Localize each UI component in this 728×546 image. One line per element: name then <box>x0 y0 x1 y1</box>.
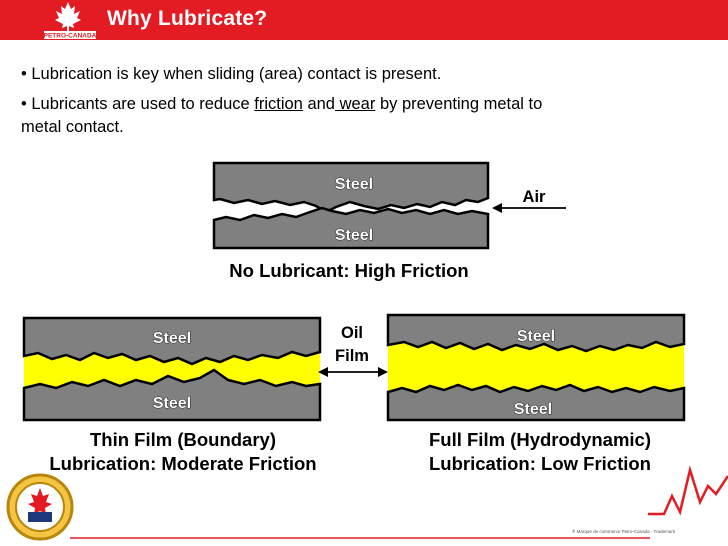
no-lubricant-diagram: Steel Steel Air No Lubricant: High Frict… <box>212 161 566 281</box>
seal-badge-icon <box>6 473 74 541</box>
bullet-dot: • <box>21 65 27 83</box>
bullet-2-mid: and <box>302 95 335 113</box>
bullet-2-post: by preventing metal to <box>375 95 543 113</box>
steel-label: Steel <box>153 330 191 347</box>
oil-film-pointer: Oil Film <box>318 324 388 377</box>
slide-title: Why Lubricate? <box>107 7 268 30</box>
air-label: Air <box>523 188 547 206</box>
title-bar: PETRO-CANADA Why Lubricate? <box>0 0 728 40</box>
logo-wordmark: PETRO-CANADA <box>44 33 97 40</box>
arrow-left-head-icon <box>318 367 328 377</box>
trademark-note: ® Marque de commerce Petro-Canada - Trad… <box>572 529 676 534</box>
bullet-dot: • <box>21 95 27 113</box>
bullet-2-line2: metal contact. <box>21 118 124 136</box>
term-wear: wear <box>335 95 376 113</box>
steel-label: Steel <box>514 401 552 418</box>
bottom-steel-block <box>22 368 322 422</box>
term-friction: friction <box>254 95 303 113</box>
full-film-caption-line1: Full Film (Hydrodynamic) <box>429 429 651 450</box>
steel-label: Steel <box>153 395 191 412</box>
full-film-diagram: Steel Steel Full Film (Hydrodynamic) Lub… <box>386 313 686 474</box>
bullet-1: • Lubrication is key when sliding (area)… <box>21 63 441 86</box>
no-lubricant-caption: No Lubricant: High Friction <box>229 260 468 281</box>
steel-label: Steel <box>335 227 373 244</box>
oil-label-line1: Oil <box>341 324 363 342</box>
arrow-right-head-icon <box>378 367 388 377</box>
top-steel-block <box>22 316 322 366</box>
maple-leaf-logo-icon: PETRO-CANADA <box>44 2 97 40</box>
arrow-head-icon <box>492 203 502 213</box>
top-steel-block <box>386 313 686 353</box>
oil-film <box>388 340 684 396</box>
thin-film-caption-line1: Thin Film (Boundary) <box>90 429 276 450</box>
bottom-steel-block <box>386 383 686 422</box>
heartbeat-line-icon <box>648 465 728 516</box>
oil-label-line2: Film <box>335 347 369 365</box>
top-steel-block <box>212 161 490 214</box>
steel-label: Steel <box>335 176 373 193</box>
bullet-2: • Lubricants are used to reduce friction… <box>21 93 542 139</box>
bullet-1-text: Lubrication is key when sliding (area) c… <box>31 65 442 83</box>
thin-film-caption-line2: Lubrication: Moderate Friction <box>49 453 316 474</box>
full-film-caption-line2: Lubrication: Low Friction <box>429 453 651 474</box>
thin-film-diagram: Steel Steel Thin Film (Boundary) Lubrica… <box>22 316 322 474</box>
bottom-steel-block <box>212 206 490 250</box>
steel-label: Steel <box>517 328 555 345</box>
bullet-2-pre: Lubricants are used to reduce <box>31 95 255 113</box>
